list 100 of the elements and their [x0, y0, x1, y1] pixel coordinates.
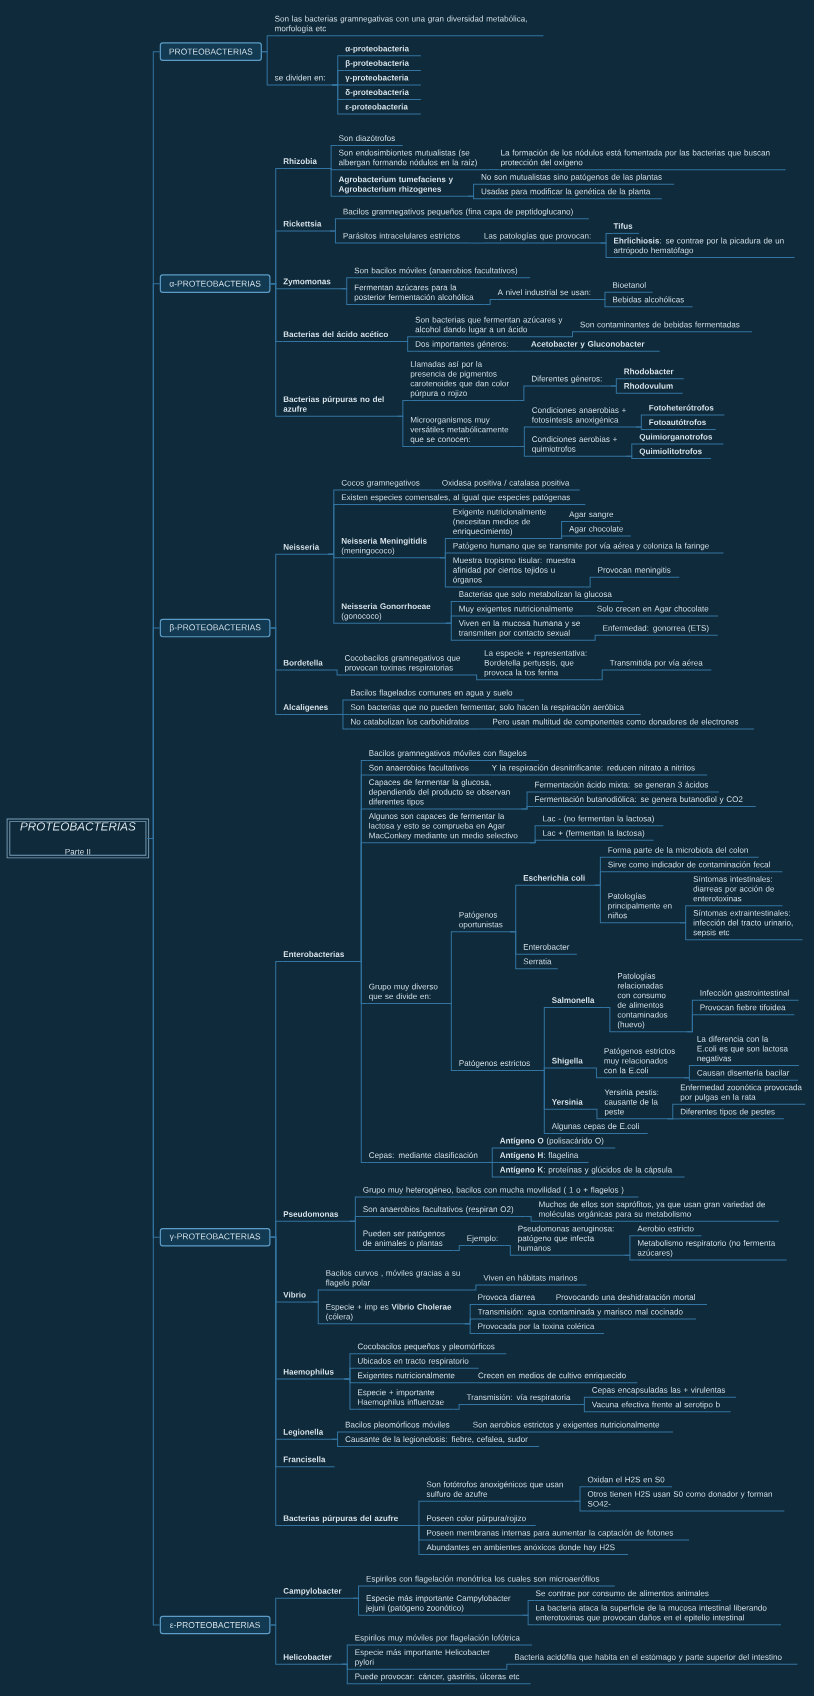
branch-line: [590, 1067, 604, 1079]
branch-line: [486, 1161, 500, 1178]
branch-line: [453, 1245, 467, 1251]
branch-line: [147, 837, 161, 1626]
branch-line: [528, 825, 543, 844]
branch-line: [270, 230, 283, 285]
branch-line: [573, 1500, 587, 1512]
branch-line: [396, 400, 410, 417]
branch-line: [555, 521, 569, 539]
branch-line: [623, 1254, 637, 1261]
branch-line: [464, 1382, 478, 1384]
branch-line: [521, 1614, 536, 1626]
branch-line: [599, 242, 613, 259]
branch-line: [336, 713, 350, 730]
branch-line: [478, 774, 492, 776]
branch-line: [625, 455, 639, 460]
branch-line: [331, 1431, 345, 1440]
branch-line: [566, 331, 580, 338]
branch-line: [518, 446, 532, 457]
branch-line: [312, 1289, 326, 1303]
branch-line: [524, 1216, 539, 1222]
branch-line: [470, 242, 484, 244]
branch-line: [500, 1663, 514, 1670]
branch-line: [329, 218, 343, 232]
branch-line: [349, 1220, 363, 1251]
branch-line: [331, 1438, 345, 1447]
branch-line: [349, 1196, 363, 1222]
branch-line: [312, 1301, 326, 1325]
branch-line: [343, 1367, 357, 1380]
branch-line: [610, 378, 624, 387]
branch-line: [428, 489, 442, 491]
branch-line: [270, 1624, 283, 1665]
branch-line: [683, 1065, 697, 1079]
branch-line: [355, 842, 369, 962]
branch-line: [666, 1118, 680, 1120]
branch-line: [270, 283, 283, 290]
branch-line: [509, 931, 523, 970]
branch-line: [445, 1003, 459, 1071]
branch-line: [598, 291, 612, 301]
branch-line: [599, 232, 613, 244]
branch-line: [331, 69, 345, 86]
branch-line: [343, 1378, 357, 1410]
branch-line: [270, 1597, 283, 1626]
branch-line: [469, 1284, 483, 1291]
branch-line: [329, 230, 343, 244]
branch-line: [452, 1404, 467, 1410]
branch-line: [584, 576, 598, 588]
branch-line: [578, 1404, 592, 1413]
branch-line: [520, 791, 534, 810]
branch-line: [340, 288, 354, 305]
branch-line: [412, 1525, 426, 1556]
branch-line: [594, 871, 608, 886]
branch-line: [486, 169, 501, 171]
branch-line: [331, 84, 345, 115]
branch-line: [683, 1077, 697, 1081]
branch-line: [625, 443, 639, 457]
branch-line: [589, 634, 603, 641]
branch-line: [270, 1220, 283, 1238]
branch-line: [520, 805, 534, 810]
branch-line: [445, 931, 459, 1005]
branch-line: [509, 884, 523, 933]
branch-line: [542, 1304, 556, 1305]
branch-line: [445, 622, 459, 641]
branch-line: [439, 557, 453, 588]
branch-line: [340, 277, 354, 290]
branch-line: [573, 1486, 587, 1502]
branch-line: [270, 553, 283, 629]
branch-line: [517, 350, 531, 352]
branch-line: [459, 1431, 473, 1433]
branch-line: [401, 341, 415, 352]
branch-line: [478, 728, 492, 730]
branch-line: [583, 615, 597, 617]
branch-line: [327, 504, 341, 555]
branch-line: [341, 1644, 355, 1665]
branch-line: [352, 1597, 366, 1616]
branch-line: [666, 1103, 680, 1120]
branch-line: [610, 385, 624, 394]
branch-line: [594, 884, 608, 924]
branch-line: [270, 283, 283, 417]
branch-line: [635, 426, 649, 430]
branch-line: [412, 1500, 426, 1527]
branch-line: [517, 385, 531, 401]
branch-line: [486, 1147, 500, 1163]
branch-line: [470, 674, 484, 681]
branch-line: [538, 1069, 552, 1134]
branch-line: [261, 35, 275, 53]
branch-line: [538, 1067, 552, 1071]
branch-line: [623, 1235, 637, 1256]
branch-line: [596, 669, 610, 681]
branch-line: [439, 552, 453, 559]
branch-line: [270, 627, 283, 715]
branch-line: [445, 615, 459, 624]
branch-line: [336, 699, 350, 715]
branch-line: [467, 183, 481, 197]
branch-line: [324, 167, 339, 197]
branch-line: [528, 839, 543, 844]
branch-line: [401, 336, 415, 342]
branch-line: [396, 415, 410, 447]
branch-line: [467, 195, 481, 200]
branch-line: [483, 299, 498, 305]
